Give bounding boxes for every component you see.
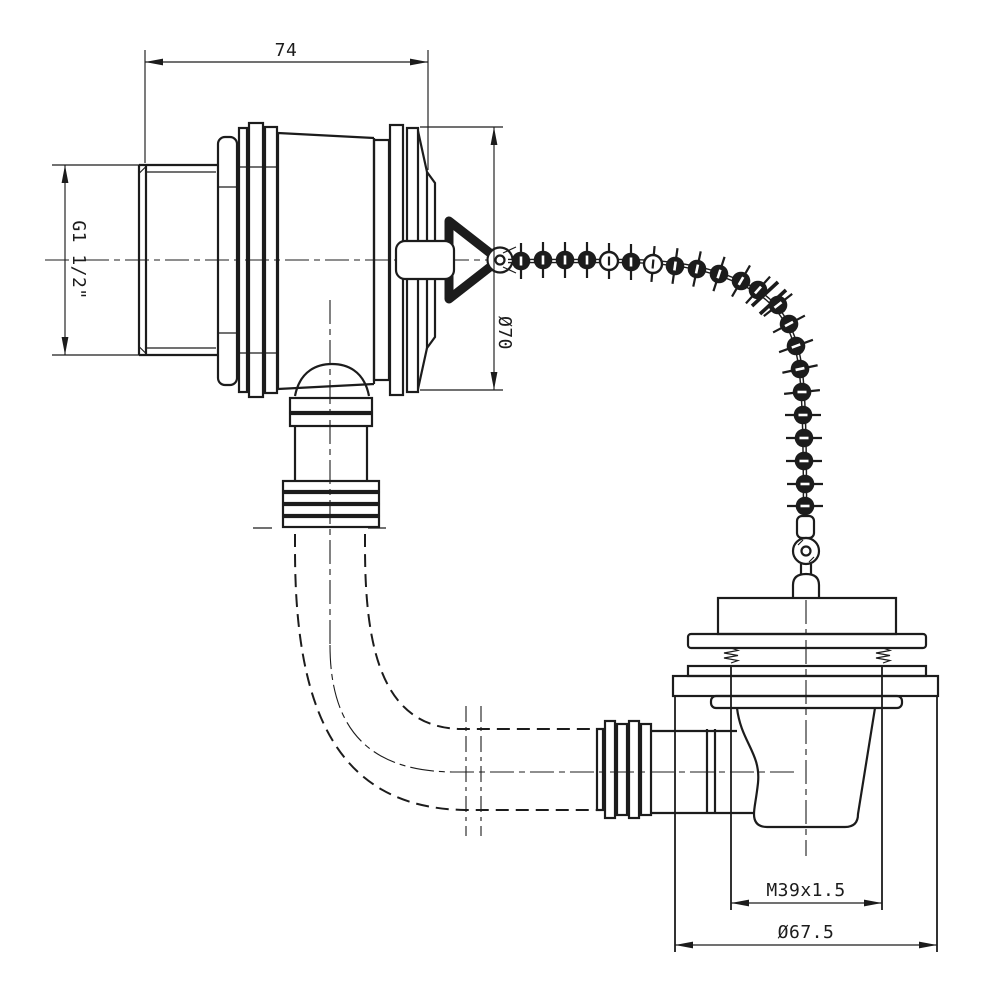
spring-left (723, 647, 741, 664)
plug-stem (799, 564, 813, 574)
drain-top-flange (686, 632, 928, 650)
dimension-faceplate-diameter: Ø70 (420, 126, 515, 391)
hook-eyelet (791, 536, 821, 566)
drain-thread-walls (730, 666, 883, 910)
drain-assembly (595, 564, 940, 952)
dim-label-d70: Ø70 (494, 316, 515, 350)
centerlines (45, 259, 807, 856)
dimension-waste-flange-diameter: Ø67.5 (675, 922, 937, 949)
drain-outer-walls (674, 696, 938, 952)
seal-plate (686, 664, 928, 678)
hidden-elbow-pipe (294, 534, 597, 836)
inlet-thread-pipe (137, 163, 218, 357)
plug (425, 171, 437, 352)
chain-break-icon (750, 280, 788, 316)
bottom-outlet (253, 362, 386, 529)
chain-ticks (519, 242, 823, 508)
pipe-cut-marks (465, 706, 482, 836)
cup-lip (709, 694, 904, 710)
hook-eyelet-hatch (797, 539, 815, 563)
elbow-centerline (329, 644, 798, 773)
dim-label-d675: Ø67.5 (778, 922, 835, 943)
spring-right (875, 647, 893, 664)
stem-knob (791, 572, 821, 598)
hook-eyelet-hole (800, 545, 812, 557)
chain-fork (502, 246, 517, 274)
dimension-overall-length: 74 (144, 40, 429, 170)
dim-label-m39: M39x1.5 (766, 880, 845, 901)
locknut (216, 135, 239, 387)
dimension-waste-thread: M39x1.5 (731, 880, 882, 907)
plug-seat-taper (416, 130, 429, 390)
plug-boss (394, 239, 456, 281)
dim-label-74: 74 (275, 40, 298, 61)
overflow-body (137, 121, 391, 529)
faceplate-and-plug (388, 123, 517, 397)
ball-chain (508, 242, 823, 566)
chain-end-clip (795, 514, 816, 540)
body-shell (276, 131, 391, 391)
side-outlet (595, 719, 754, 820)
dim-label-g112: G1 1/2" (68, 220, 89, 299)
locknut-facets (218, 186, 237, 334)
plug-eyelet-hole (494, 254, 506, 266)
dimension-inlet-thread: G1 1/2" (52, 164, 139, 356)
drain-cap (716, 596, 898, 636)
